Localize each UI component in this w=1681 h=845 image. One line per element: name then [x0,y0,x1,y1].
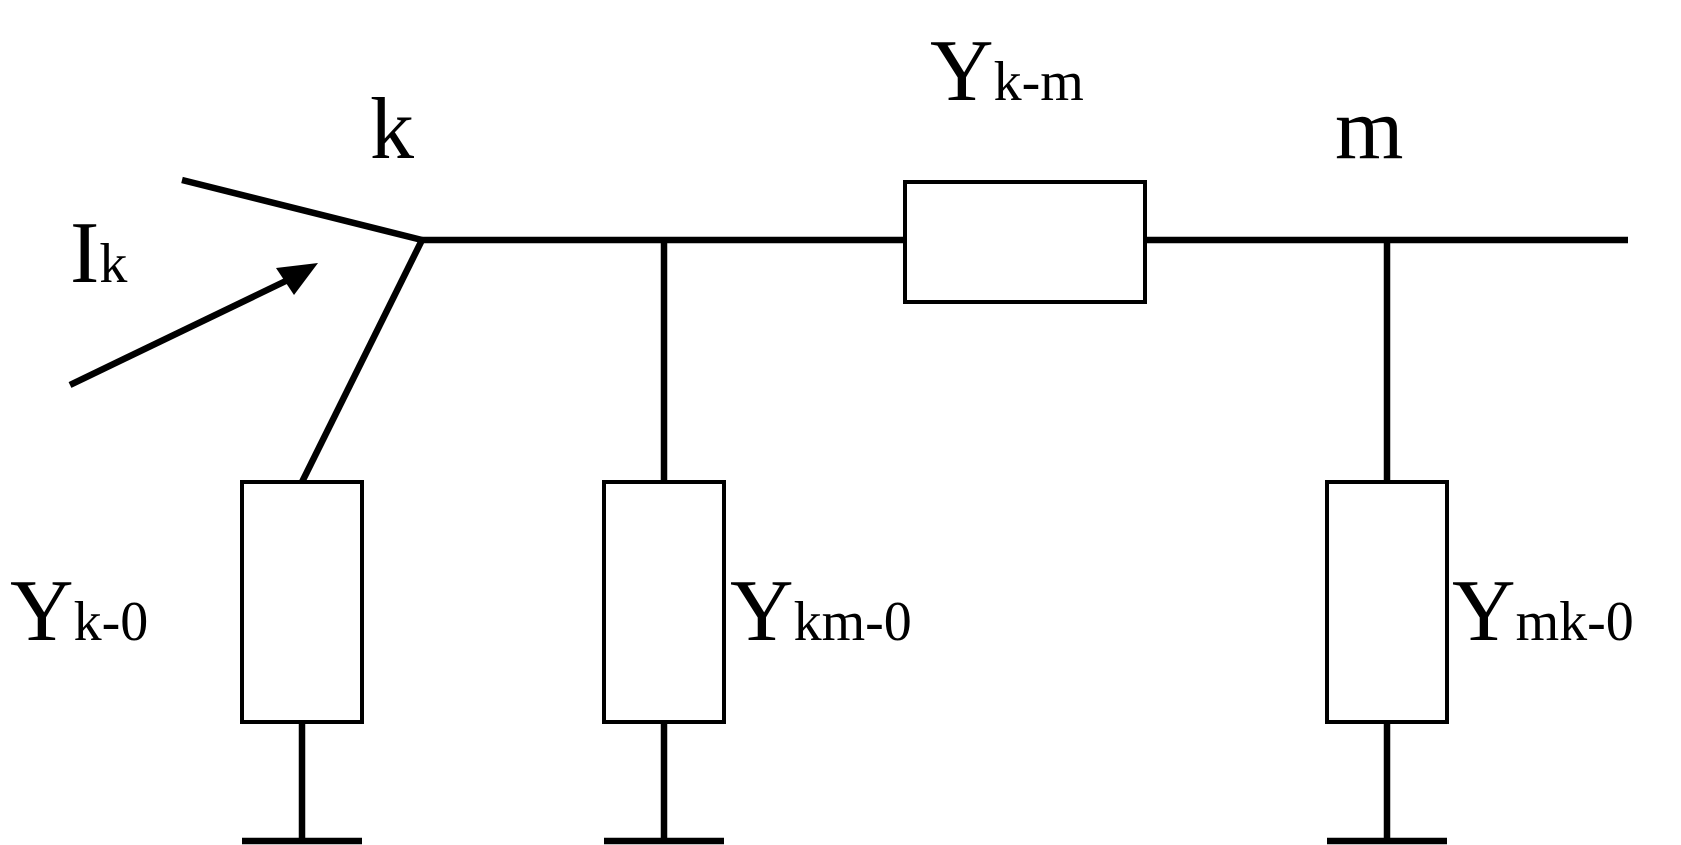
series-admittance-symbol: Y [930,23,994,120]
shunt-admittance-mk0-symbol: Y [1452,563,1516,660]
series-admittance-label: Yk-m [930,23,1084,120]
node-m-label: m [1335,81,1403,178]
current-arrow-shaft [68,275,294,388]
node-k-label: k [370,81,414,178]
shunt-admittance-k0-subscript: k-0 [74,591,149,653]
series-admittance-subscript: k-m [994,51,1084,113]
current-arrow-head [276,263,318,295]
shunt-admittance-k0-label: Yk-0 [10,563,148,660]
shunt-admittance-km0-subscript: km-0 [794,591,912,653]
shunt-admittance-km0-symbol: Y [730,563,794,660]
shunt-admittance-k0-box [240,480,364,724]
current-symbol: I [70,205,99,302]
shunt-admittance-mk0-box [1325,480,1449,724]
series-admittance-box [903,180,1147,304]
current-subscript: k [99,233,127,295]
shunt-admittance-km0-label: Ykm-0 [730,563,912,660]
current-label: Ik [70,205,127,302]
shunt-admittance-mk0-subscript: mk-0 [1516,591,1634,653]
shunt-admittance-mk0-label: Ymk-0 [1452,563,1634,660]
shunt-admittance-k0-symbol: Y [10,563,74,660]
feeder-line [181,176,423,244]
shunt-admittance-km0-box [602,480,726,724]
branch-k0-diagonal [299,238,425,484]
